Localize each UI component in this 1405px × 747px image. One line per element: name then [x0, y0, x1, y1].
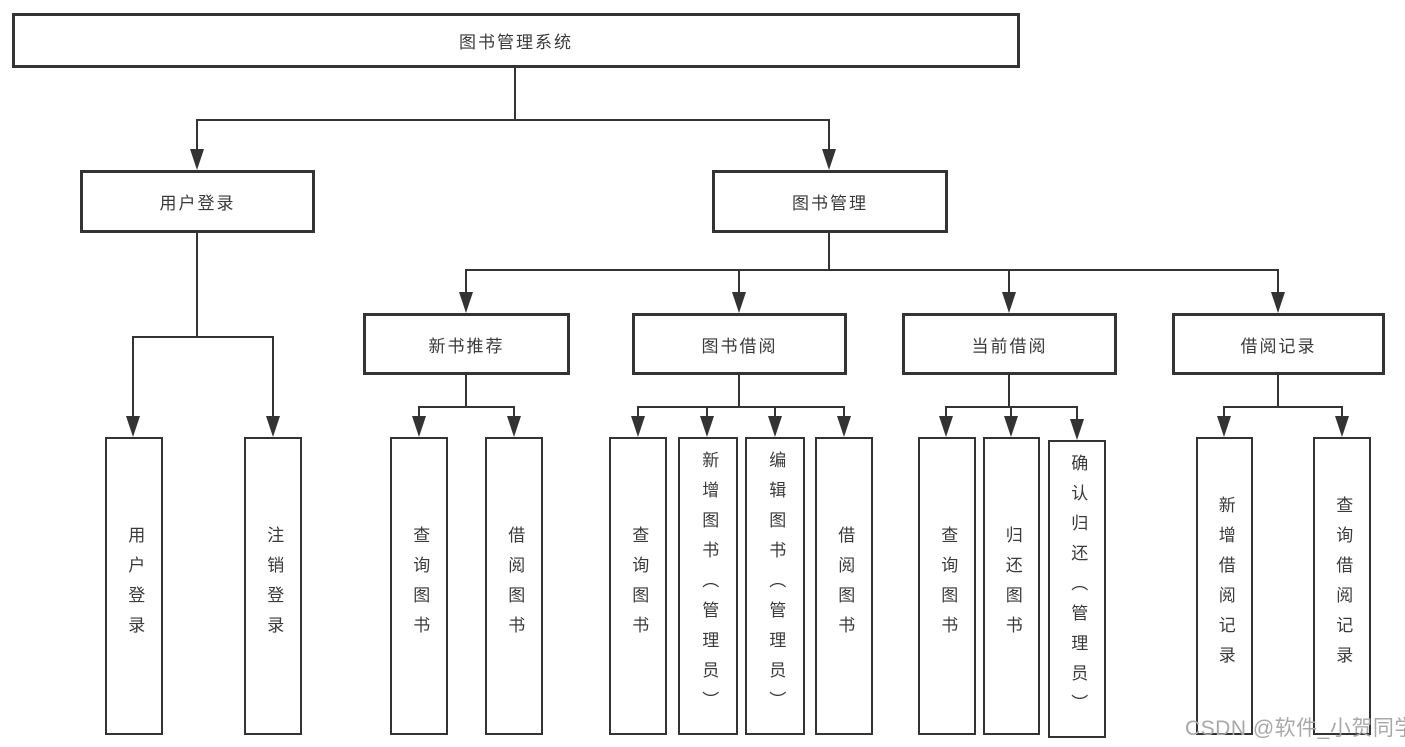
connector-line: [637, 406, 639, 419]
arrow-down-icon: [266, 416, 280, 437]
leaf-query-books-borrowing: 查询图书: [609, 437, 667, 735]
node-label: 图书管理系统: [459, 33, 573, 52]
connector-line: [418, 406, 420, 419]
connector-line: [1010, 406, 1012, 419]
node-label: 新增借阅记录: [1215, 496, 1235, 676]
connector-line: [133, 336, 274, 338]
connector-line: [465, 269, 467, 295]
leaf-add-books-admin: 新增图书（管理员）: [678, 437, 738, 735]
connector-line: [513, 406, 515, 419]
connector-line: [419, 406, 515, 408]
connector-line: [738, 269, 740, 295]
leaf-borrow-books: 借阅图书: [815, 437, 873, 735]
node-label: 用户登录: [125, 526, 145, 646]
arrow-down-icon: [1335, 416, 1349, 437]
node-label: 确认归还（管理员）: [1068, 454, 1088, 724]
leaf-query-books-current: 查询图书: [918, 437, 976, 735]
arrow-down-icon: [822, 149, 836, 170]
connector-line: [828, 233, 830, 269]
node-user-login: 用户登录: [80, 170, 315, 233]
connector-line: [843, 406, 845, 419]
connector-line: [514, 68, 516, 120]
leaf-query-books-recommend: 查询图书: [390, 437, 448, 735]
node-label: 查询借阅记录: [1333, 496, 1353, 676]
node-label: 借阅图书: [835, 526, 855, 646]
connector-line: [1008, 375, 1010, 408]
node-label: 查询图书: [410, 526, 430, 646]
arrow-down-icon: [459, 292, 473, 313]
leaf-borrow-books-recommend: 借阅图书: [485, 437, 543, 735]
connector-line: [1277, 269, 1279, 295]
node-label: 新增图书（管理员）: [699, 451, 719, 721]
connector-line: [638, 406, 845, 408]
node-library-management-system: 图书管理系统: [12, 13, 1020, 68]
leaf-logout: 注销登录: [244, 437, 302, 735]
connector-line: [196, 233, 198, 337]
connector-line: [465, 375, 467, 408]
node-label: 查询图书: [629, 526, 649, 646]
node-label: 用户登录: [159, 194, 236, 213]
arrow-down-icon: [939, 416, 953, 437]
arrow-down-icon: [1002, 292, 1016, 313]
leaf-edit-books-admin: 编辑图书（管理员）: [745, 437, 805, 735]
node-book-borrowing: 图书借阅: [632, 313, 847, 375]
node-label: 当前借阅: [971, 336, 1048, 356]
node-label: 注销登录: [264, 526, 284, 646]
connector-line: [706, 406, 708, 419]
arrow-down-icon: [1070, 419, 1084, 440]
connector-line: [1223, 406, 1225, 419]
connector-line: [828, 119, 830, 152]
connector-line: [1277, 375, 1279, 408]
connector-line: [946, 406, 1078, 408]
connector-line: [1341, 406, 1343, 419]
connector-line: [132, 336, 134, 419]
connector-line: [1076, 406, 1078, 422]
connector-line: [196, 119, 198, 152]
connector-line: [945, 406, 947, 419]
arrow-down-icon: [768, 416, 782, 437]
node-label: 查询图书: [938, 526, 958, 646]
watermark: CSDN @软件_小贺同学: [1185, 717, 1405, 740]
arrow-down-icon: [837, 416, 851, 437]
node-label: 借阅图书: [505, 526, 525, 646]
arrow-down-icon: [1271, 292, 1285, 313]
node-current-borrowing: 当前借阅: [902, 313, 1117, 375]
connector-line: [774, 406, 776, 419]
node-label: 借阅记录: [1240, 336, 1317, 356]
arrow-down-icon: [126, 416, 140, 437]
connector-line: [466, 269, 1279, 271]
leaf-confirm-return-admin: 确认归还（管理员）: [1048, 440, 1106, 738]
node-label: 编辑图书（管理员）: [766, 451, 786, 721]
node-new-book-recommend: 新书推荐: [363, 313, 570, 375]
arrow-down-icon: [631, 416, 645, 437]
connector-line: [1224, 406, 1343, 408]
leaf-return-books: 归还图书: [983, 437, 1040, 735]
leaf-query-borrow-record: 查询借阅记录: [1313, 437, 1371, 735]
arrow-down-icon: [412, 416, 426, 437]
node-book-management: 图书管理: [712, 170, 948, 233]
connector-line: [1008, 269, 1010, 295]
leaf-add-borrow-record: 新增借阅记录: [1196, 437, 1253, 735]
arrow-down-icon: [732, 292, 746, 313]
leaf-user-login: 用户登录: [105, 437, 163, 735]
arrow-down-icon: [700, 416, 714, 437]
node-label: 新书推荐: [428, 336, 505, 356]
arrow-down-icon: [1217, 416, 1231, 437]
arrow-down-icon: [507, 416, 521, 437]
arrow-down-icon: [190, 149, 204, 170]
node-borrow-records: 借阅记录: [1172, 313, 1385, 375]
arrow-down-icon: [1004, 416, 1018, 437]
node-label: 归还图书: [1002, 526, 1022, 646]
node-label: 图书借阅: [701, 336, 778, 356]
connector-line: [197, 119, 830, 121]
connector-line: [272, 336, 274, 419]
connector-line: [738, 375, 740, 408]
node-label: 图书管理: [792, 194, 868, 213]
